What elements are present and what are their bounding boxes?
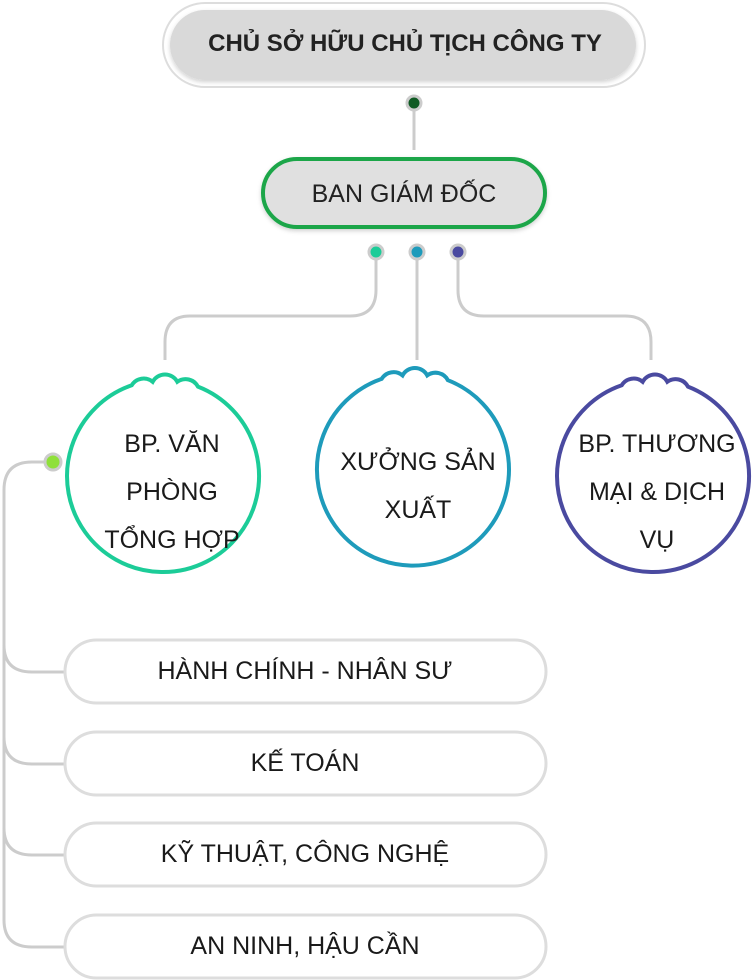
owner-dot xyxy=(405,94,423,112)
department-label-trade: BP. THƯƠNG MẠI & DỊCH VỤ xyxy=(578,430,736,554)
sub-unit-box-3 xyxy=(63,821,548,888)
sub-unit-box-2 xyxy=(63,730,548,797)
connector-sub-trunk xyxy=(2,460,64,949)
office-dot xyxy=(367,243,385,261)
department-bubble-trade xyxy=(555,372,752,575)
sub-unit-box-4 xyxy=(63,913,548,980)
department-bubble-office xyxy=(65,372,262,575)
management-box xyxy=(261,157,547,229)
sub-unit-box-1 xyxy=(63,638,548,705)
sub-unit-label-hr: HÀNH CHÍNH - NHÂN SƯ xyxy=(157,656,453,685)
sub-unit-label-accounting: KẾ TOÁN xyxy=(250,748,360,777)
trade-dot xyxy=(449,243,467,261)
connectors xyxy=(2,104,653,949)
connector-sub-3 xyxy=(2,827,64,857)
sub-units-dot xyxy=(43,452,63,472)
department-bubble-workshop xyxy=(315,366,511,568)
department-bubbles xyxy=(65,366,752,575)
management-title: BAN GIÁM ĐỐC xyxy=(311,179,497,208)
connector-sub-2 xyxy=(2,736,64,766)
connector-office xyxy=(163,253,378,360)
connector-sub-1 xyxy=(2,644,64,674)
connector-trade xyxy=(456,253,653,360)
owner-box xyxy=(162,2,646,88)
department-label-office: BP. VĂN PHÒNG TỔNG HỢP xyxy=(104,430,240,554)
sub-unit-label-technology: KỸ THUẬT, CÔNG NGHỆ xyxy=(160,839,450,868)
connector-dots xyxy=(43,94,467,472)
workshop-dot xyxy=(408,243,426,261)
sub-unit-boxes xyxy=(63,638,548,980)
department-label-workshop: XƯỞNG SẢN XUẤT xyxy=(340,448,496,524)
owner-title: CHỦ SỞ HỮU CHỦ TỊCH CÔNG TY xyxy=(208,30,602,57)
sub-unit-label-logistics: AN NINH, HẬU CẦN xyxy=(190,931,420,960)
